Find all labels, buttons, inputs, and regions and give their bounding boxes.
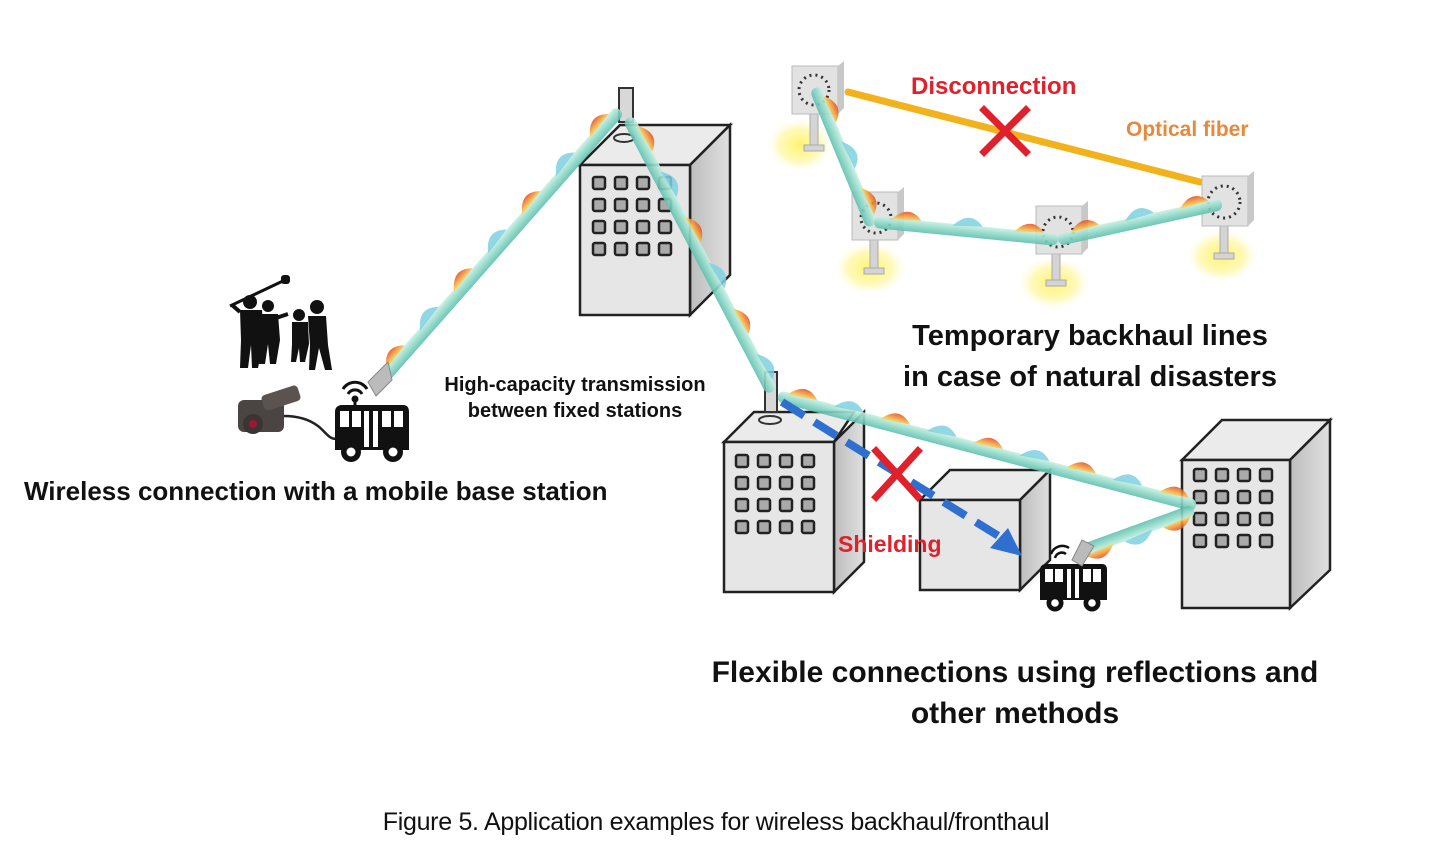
beam-lobe xyxy=(1179,196,1209,210)
figure-caption: Figure 5. Application examples for wirel… xyxy=(382,808,1050,836)
beam-lobe xyxy=(822,95,839,123)
bus-icon xyxy=(335,405,409,462)
beam-lobe xyxy=(880,413,910,425)
beam-lobe xyxy=(521,191,541,215)
reflection-title-line2: other methods xyxy=(910,697,1120,730)
beam-layer xyxy=(379,87,1223,559)
beam-lobe xyxy=(1159,486,1189,498)
beam-building-to-right-building xyxy=(777,388,1197,511)
beam-lobe xyxy=(385,345,405,370)
beam-lobe xyxy=(952,217,983,227)
optical-fiber-line xyxy=(844,88,1204,186)
wifi-icon xyxy=(1049,544,1070,559)
film-crew-icon xyxy=(229,275,332,370)
beam-lobe xyxy=(419,306,439,331)
fixed-stations-title: High-capacity transmission between fixed… xyxy=(420,372,730,424)
beam-lobe xyxy=(732,308,751,335)
cross-mark-icon xyxy=(871,446,923,502)
beam-lobe xyxy=(660,171,679,198)
arrow-icon xyxy=(990,528,1022,556)
beam-lobe xyxy=(860,187,877,215)
disaster-stations xyxy=(765,111,1260,311)
building-icon xyxy=(720,408,866,596)
beam-lobe xyxy=(891,211,922,221)
beam-tower-to-building xyxy=(624,117,776,393)
disaster-title-line1: Temporary backhaul lines xyxy=(912,320,1268,352)
beam-lobe xyxy=(1013,223,1045,233)
beam-lobe xyxy=(487,229,507,254)
disaster-title-line2: in case of natural disasters xyxy=(903,361,1277,393)
reflector-panel-icon xyxy=(1201,171,1254,227)
building-icon xyxy=(1178,416,1334,611)
beam-lobe xyxy=(555,152,575,177)
building-icon xyxy=(576,121,734,319)
beam-lobe xyxy=(636,125,655,152)
beam-lobe xyxy=(1112,474,1143,486)
reflector-panel-icon xyxy=(367,361,393,397)
beam-disaster-2 xyxy=(873,211,1059,246)
beam-right-building-to-bus xyxy=(1077,506,1195,559)
mobile-title: Wireless connection with a mobile base s… xyxy=(24,476,608,506)
beam-lobe xyxy=(973,437,1003,449)
reflection-title: Flexible connections using reflections a… xyxy=(660,652,1370,734)
beam-lobe xyxy=(1086,543,1114,559)
bus-icon xyxy=(1040,564,1107,612)
disaster-title: Temporary backhaul lines in case of natu… xyxy=(860,316,1320,398)
disconnection-label: Disconnection xyxy=(911,73,1077,100)
beam-lobe xyxy=(833,401,864,413)
optical-fiber-label: Optical fiber xyxy=(1126,118,1249,141)
beam-lobe xyxy=(1019,450,1050,462)
beam-lobe xyxy=(589,113,609,138)
beam-lobe xyxy=(1070,220,1100,234)
shielding-label: Shielding xyxy=(838,531,942,557)
beam-lobe xyxy=(1124,529,1153,545)
beam-lobe xyxy=(453,268,473,293)
beam-lobe xyxy=(1066,462,1096,474)
cross-mark-icon xyxy=(979,105,1031,157)
reflector-panel-icon xyxy=(1071,539,1095,567)
wifi-icon xyxy=(341,380,369,405)
beam-mobile-to-tower xyxy=(379,108,623,382)
beam-lobe xyxy=(926,425,957,437)
beam-lobe xyxy=(841,141,858,169)
fixed-title-line1: High-capacity transmission xyxy=(444,374,706,396)
beam-lobe xyxy=(1125,208,1154,222)
beam-lobe xyxy=(1163,515,1191,531)
beam-disaster-3 xyxy=(1057,196,1223,245)
fixed-title-line2: between fixed stations xyxy=(467,400,683,422)
beam-disaster-1 xyxy=(811,87,877,227)
beam-lobe xyxy=(787,388,818,401)
video-camera-icon xyxy=(238,385,341,441)
beam-lobe xyxy=(756,354,775,380)
beam-lobe xyxy=(684,217,703,243)
beam-lobe xyxy=(708,262,727,289)
reflection-title-line1: Flexible connections using reflections a… xyxy=(711,656,1319,689)
